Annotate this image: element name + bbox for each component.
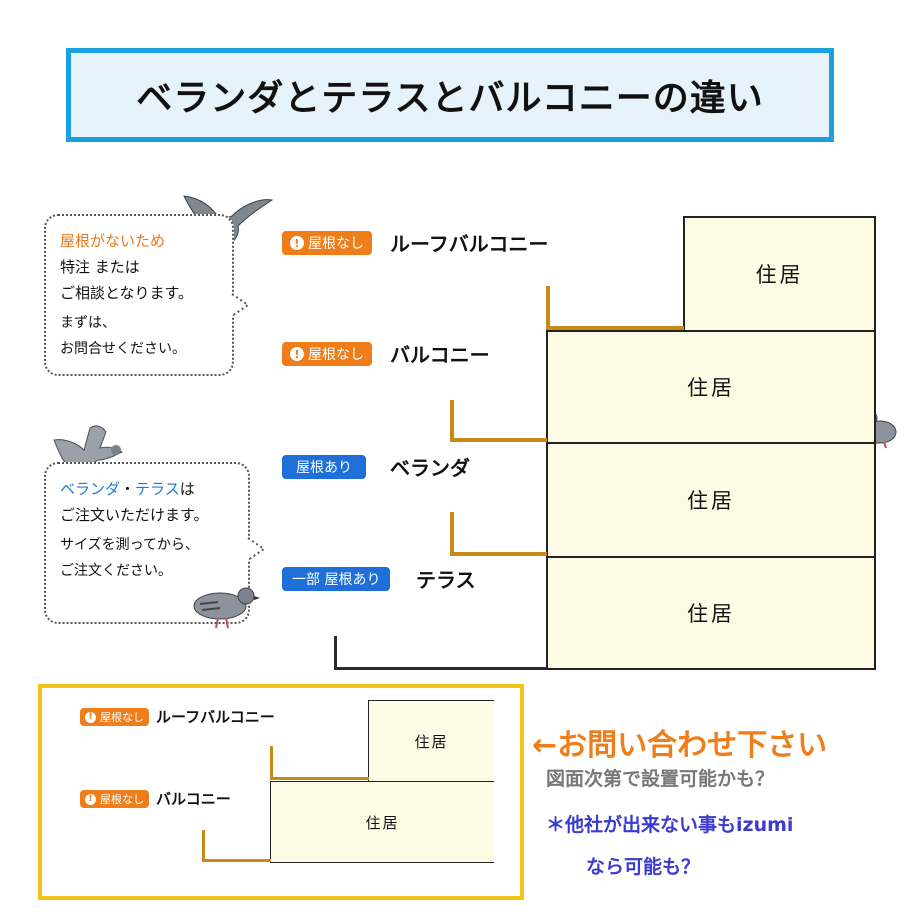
badge-no-roof: ! 屋根なし (80, 708, 149, 726)
label-roof-balcony: ルーフバルコニー (390, 232, 549, 256)
page-title: ベランダとテラスとバルコニーの違い (136, 78, 764, 119)
badge-text: 屋根なし (100, 711, 144, 724)
exclamation-circle-icon: ! (290, 236, 304, 250)
bubble-line: ご注文いただけます。 (60, 506, 209, 524)
terrace-outline (334, 636, 547, 670)
room-ground-floor: 住居 (546, 556, 876, 670)
particle: は (179, 480, 195, 498)
panel-label-balcony: バルコニー (156, 790, 231, 808)
separator-dot: ・ (120, 480, 136, 498)
badge-no-roof: ! 屋根なし (80, 790, 149, 808)
bubble-line: お問合せください。 (60, 341, 186, 357)
panel-room-top: 住居 (368, 700, 494, 782)
badge-text: 屋根なし (308, 236, 364, 252)
bubble-tail (247, 537, 266, 561)
possibility-note: 図面次第で設置可能かも？ (546, 768, 775, 790)
veranda-railing (450, 512, 547, 556)
room-third-floor: 住居 (546, 330, 876, 444)
speech-bubble-roofless: 屋根がないため 特注 または ご相談となります。 まずは、 お問合せください。 (44, 214, 234, 376)
exclamation-circle-icon: ! (85, 711, 96, 723)
bubble-line: サイズを測ってから、 (60, 537, 199, 553)
bubble-line: 屋根がないため (60, 232, 166, 250)
badge-no-roof: ! 屋根なし (282, 342, 372, 366)
inquiry-cta: ←お問い合わせ下さい (532, 728, 828, 763)
room-second-floor: 住居 (546, 442, 876, 558)
badge-no-roof: ! 屋根なし (282, 231, 372, 255)
roof-balcony-railing (546, 286, 684, 330)
bubble-line: ご相談となります。 (60, 284, 194, 302)
badge-text: 屋根あり (296, 460, 352, 476)
exclamation-circle-icon: ! (85, 793, 96, 805)
label-balcony: バルコニー (390, 343, 490, 367)
izumi-note-cont: なら可能も？ (586, 856, 701, 878)
bubble-line: 特注 または (60, 258, 140, 276)
highlight-terrace: テラス (135, 480, 180, 498)
badge-text: 一部 屋根あり (292, 572, 381, 588)
exclamation-circle-icon: ! (290, 347, 304, 361)
bubble-tail (231, 293, 250, 317)
panel-label-roof-balcony: ルーフバルコニー (156, 708, 275, 726)
title-banner: ベランダとテラスとバルコニーの違い (66, 48, 834, 142)
panel-roof-balcony-railing (270, 746, 369, 780)
room-top-floor: 住居 (683, 216, 876, 332)
bubble-line: ベランダ・テラスは (60, 476, 234, 502)
label-terrace: テラス (416, 568, 476, 592)
highlight-veranda: ベランダ (60, 480, 121, 498)
label-veranda: ベランダ (390, 456, 470, 480)
izumi-note: ＊他社が出来ない事もizumi (546, 814, 794, 836)
balcony-railing (450, 400, 547, 442)
pigeon-icon (193, 587, 260, 629)
bubble-line: まずは、 (60, 315, 116, 331)
panel-balcony-railing (202, 830, 271, 862)
bubble-line: ご注文ください。 (60, 563, 172, 579)
badge-text: 屋根なし (100, 793, 144, 806)
badge-partial-roof: 一部 屋根あり (282, 567, 391, 591)
badge-text: 屋根なし (308, 347, 364, 363)
badge-roof: 屋根あり (282, 455, 366, 479)
panel-room-lower: 住居 (270, 781, 494, 863)
